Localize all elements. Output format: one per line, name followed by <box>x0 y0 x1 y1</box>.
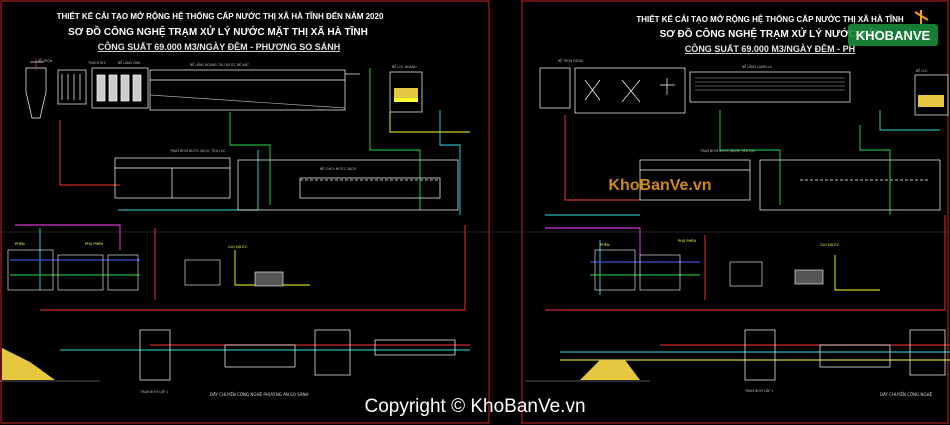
right-chemical-dosing <box>594 249 824 291</box>
right-title-1: THIẾT KẾ CẢI TẠO MỞ RỘNG HỆ THỐNG CẤP NƯ… <box>636 14 903 24</box>
sheet-frame-right <box>521 0 949 424</box>
right-sheet: THIẾT KẾ CẢI TẠO MỞ RỘNG HỆ THỐNG CẤP NƯ… <box>525 14 950 397</box>
left-title-2: SƠ ĐỒ CÔNG NGHỆ TRẠM XỬ LÝ NƯỚC MẶT THỊ … <box>68 25 368 38</box>
watermark-logo-text: KHOBANVE <box>856 28 931 43</box>
left-title-3: CÔNG SUẤT 69.000 M3/NGÀY ĐÊM - PHƯƠNG SO… <box>98 41 341 52</box>
label-phen-right: PHÈN <box>600 242 610 247</box>
label-be-lang-ngang: BỂ LẮNG NGANG THU NƯỚC BỀ MẶT <box>190 62 249 67</box>
fast-filter <box>389 71 423 113</box>
pump-station-1 <box>139 329 171 381</box>
watermark-copyright: Copyright © KhoBanVe.vn <box>364 396 585 417</box>
label-be-lang-dung: BỂ LẮNG ỐNG <box>118 60 141 65</box>
watermark-center: KhoBanVe.vn <box>608 177 711 194</box>
label-tram-bom-1-right: TRẠM BƠM CẤP 1 <box>744 388 773 393</box>
label-thieu-khi: THÁCH KHÍ <box>87 60 106 65</box>
sand-bank <box>2 348 55 380</box>
label-phen: PHÈN <box>15 241 25 246</box>
left-top-units <box>25 58 423 119</box>
label-be-loc: BỂ LỌC NHANH <box>392 64 417 69</box>
label-phu-phen: PHỤ PHÈN <box>85 241 103 246</box>
sheet-frame-left <box>0 0 490 424</box>
left-title-1: THIẾT KẾ CẢI TẠO MỞ RỘNG HỆ THỐNG CẤP NƯ… <box>57 11 384 21</box>
left-clear-water <box>114 157 459 211</box>
label-be-tron-right: BỂ TRỘN ĐỨNG <box>558 58 584 63</box>
left-intake <box>0 329 456 382</box>
right-intake <box>525 329 946 382</box>
flocculation-tank <box>57 69 87 105</box>
label-clo-right: CLO NƯỚC <box>820 242 840 247</box>
watermark-logo: KHOBANVE <box>848 10 938 46</box>
left-footer-title: DÂY CHUYỀN CÔNG NGHỆ PHƯƠNG ÁN SO SÁNH <box>210 392 309 397</box>
left-pipelines <box>10 68 470 351</box>
right-footer-title: DÂY CHUYỀN CÔNG NGHỆ <box>880 392 933 397</box>
label-be-lang-right: BỂ LẮNG LAMELLA <box>742 64 772 69</box>
clear-water-tank <box>237 159 459 211</box>
filter-gallery-right <box>689 71 851 103</box>
mixing-tank-right <box>539 67 571 109</box>
label-be-tron: BỂ TRỘN <box>38 58 53 63</box>
right-clear-water <box>639 159 941 211</box>
label-tram-bom-1: TRẠM BƠM CẤP 1 <box>139 389 168 394</box>
right-top-units <box>539 67 949 116</box>
right-title-3: CÔNG SUẤT 69.000 M3/NGÀY ĐÊM - PH <box>685 43 855 54</box>
label-tram-bom-2: TRẠM BƠM NƯỚC SẠCH, TỬA LỌC <box>169 148 226 153</box>
lamella-tank <box>574 67 686 114</box>
settling-tank-horizontal <box>149 69 346 111</box>
label-clo: CLO NƯỚC <box>228 244 248 249</box>
label-phu-phen-right: PHỤ PHÈN <box>678 238 696 243</box>
label-be-loc-right: BỂ LỌC <box>916 68 928 73</box>
mixing-tank <box>25 67 47 119</box>
pump-station-2 <box>114 157 231 199</box>
left-chemical-dosing <box>7 249 284 291</box>
right-title-2: SƠ ĐỒ CÔNG NGHỆ TRẠM XỬ LÝ NƯỚC MẶT <box>660 27 881 40</box>
settling-tank-vertical <box>91 67 149 109</box>
left-sheet: THIẾT KẾ CẢI TẠO MỞ RỘNG HỆ THỐNG CẤP NƯ… <box>0 11 470 397</box>
label-tram-bom-2-right: TRẠM BƠM NƯỚC SẠCH, TỬA LỌC <box>699 148 756 153</box>
right-pipelines <box>545 110 950 361</box>
label-be-chua: BỂ CHỨA NƯỚC SẠCH <box>320 166 356 171</box>
